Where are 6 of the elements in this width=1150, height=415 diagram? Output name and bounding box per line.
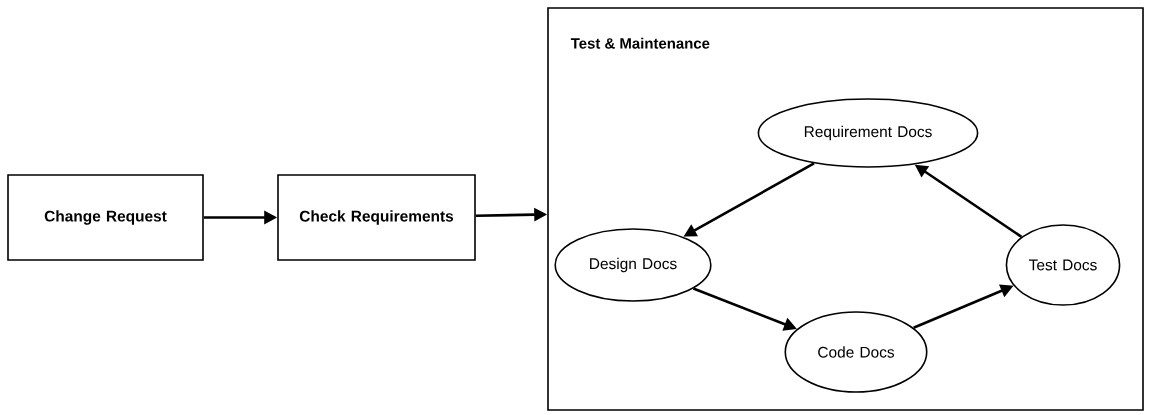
ellipse-node: Design Docs (554, 228, 712, 302)
ellipse-node: Code Docs (784, 311, 928, 393)
process-box: Change Request (7, 174, 204, 261)
process-box: Check Requirements (277, 174, 476, 261)
ellipse-node: Test Docs (1005, 224, 1121, 306)
ellipse-node: Requirement Docs (757, 98, 979, 168)
